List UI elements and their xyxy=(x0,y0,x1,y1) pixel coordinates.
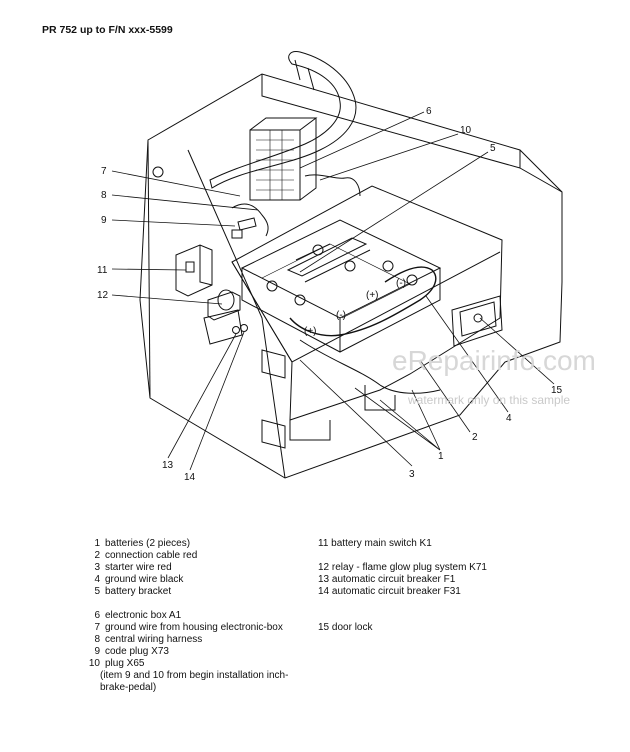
callout-1: 1 xyxy=(438,451,444,462)
callout-4: 4 xyxy=(506,413,512,424)
connection-cable xyxy=(289,266,437,337)
legend-item: 15 door lock xyxy=(318,622,373,633)
handle-bar xyxy=(209,51,357,189)
polarity-plus-2: (+) xyxy=(304,326,317,337)
callout-7: 7 xyxy=(101,166,107,177)
code-plug xyxy=(231,229,243,239)
polarity-minus-1: (-) xyxy=(396,278,406,289)
callout-13: 13 xyxy=(162,460,174,471)
callout-14: 14 xyxy=(184,472,196,483)
relay xyxy=(207,289,241,321)
battery-bracket xyxy=(286,237,371,283)
callout-11: 11 xyxy=(97,265,108,276)
callout-12: 12 xyxy=(97,290,109,301)
callout-9: 9 xyxy=(101,215,107,226)
legend-item: 13 automatic circuit breaker F1 xyxy=(318,574,456,585)
callout-5: 5 xyxy=(490,143,496,154)
legend-item: 12 relay - flame glow plug system K71 xyxy=(318,562,487,573)
housing-left-panel xyxy=(147,139,151,399)
callout-2: 2 xyxy=(472,432,478,443)
watermark-sub: watermark only on this sample xyxy=(407,393,570,407)
callout-3: 3 xyxy=(409,469,415,480)
legend-item: 14 automatic circuit breaker F31 xyxy=(318,586,461,597)
housing-outline xyxy=(139,73,563,479)
starter-wire xyxy=(299,339,441,394)
wiring-harness xyxy=(304,174,361,197)
polarity-minus-2: (-) xyxy=(336,310,346,321)
watermark-main: eRepairinfo.com xyxy=(392,345,596,376)
callout-15: 15 xyxy=(551,385,563,396)
housing-front-edge xyxy=(187,149,286,479)
parts-legend-right: 11 battery main switch K1 12 relay - fla… xyxy=(318,538,548,634)
housing-hole xyxy=(152,166,164,178)
legend-note: (item 9 and 10 from begin installation i… xyxy=(100,670,289,693)
polarity-plus-1: (+) xyxy=(366,290,379,301)
electronic-box xyxy=(249,117,318,201)
circuit-breakers xyxy=(203,309,248,345)
legend-item: 11 battery main switch K1 xyxy=(318,538,432,549)
callout-10: 10 xyxy=(460,125,472,136)
callout-8: 8 xyxy=(101,190,107,201)
batteries xyxy=(240,219,442,353)
page-header: PR 752 up to F/N xxx-5599 xyxy=(42,24,173,36)
battery-tray xyxy=(231,185,503,441)
battery-compartment-diagram: (+) (-) (+) (-) eRepairinfo.com watermar… xyxy=(97,51,596,483)
battery-main-switch xyxy=(175,244,213,297)
callout-6: 6 xyxy=(426,106,432,117)
